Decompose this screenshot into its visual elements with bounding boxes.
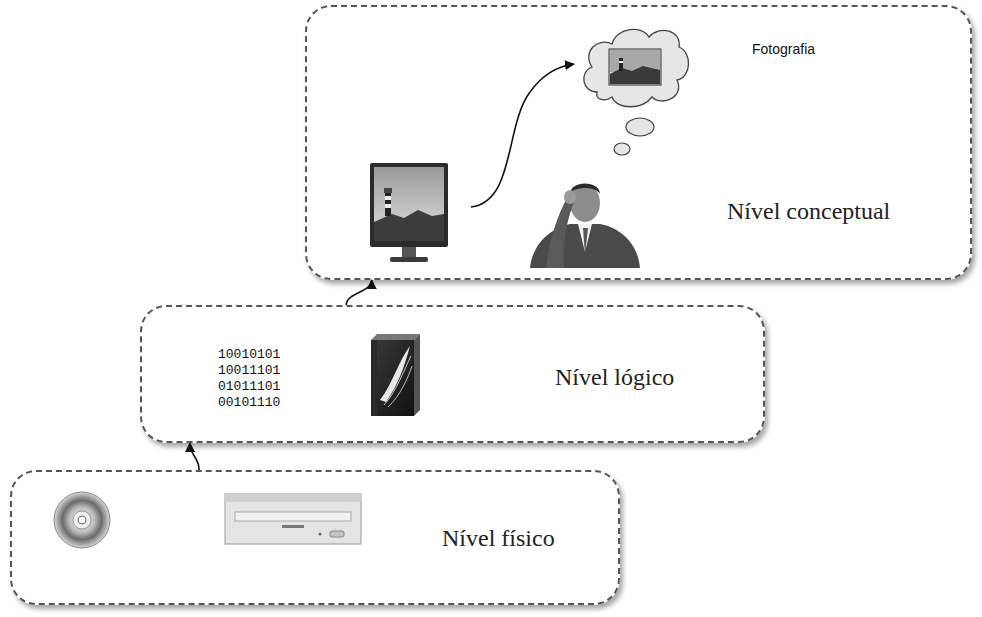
- flow-connector: [346, 280, 371, 305]
- cloud-caption: Fotografia: [752, 41, 815, 57]
- thinking-man: [530, 184, 640, 269]
- label-holder: 10010101 10011101 01011101 00101110: [218, 347, 280, 411]
- disc-drive: [225, 494, 361, 544]
- level-panel: Nível físico: [10, 470, 620, 605]
- level-label: Nível lógico: [555, 363, 674, 391]
- thought-cloud: Fotografia: [577, 22, 692, 112]
- level-label: Nível físico: [442, 524, 555, 552]
- cd-disc: [54, 492, 110, 548]
- level-panel: Nível conceptual Fotografia: [305, 5, 972, 280]
- binary-data: 10010101 10011101 01011101 00101110: [218, 347, 280, 411]
- thought-bubble: [626, 118, 654, 136]
- flow-arrow: [471, 64, 574, 207]
- flow-connector: [190, 443, 199, 470]
- monitor: [370, 163, 448, 262]
- cloud-shape: [577, 22, 692, 112]
- software-box: [371, 334, 420, 416]
- thought-bubble: [614, 143, 630, 155]
- level-label: Nível conceptual: [727, 197, 890, 225]
